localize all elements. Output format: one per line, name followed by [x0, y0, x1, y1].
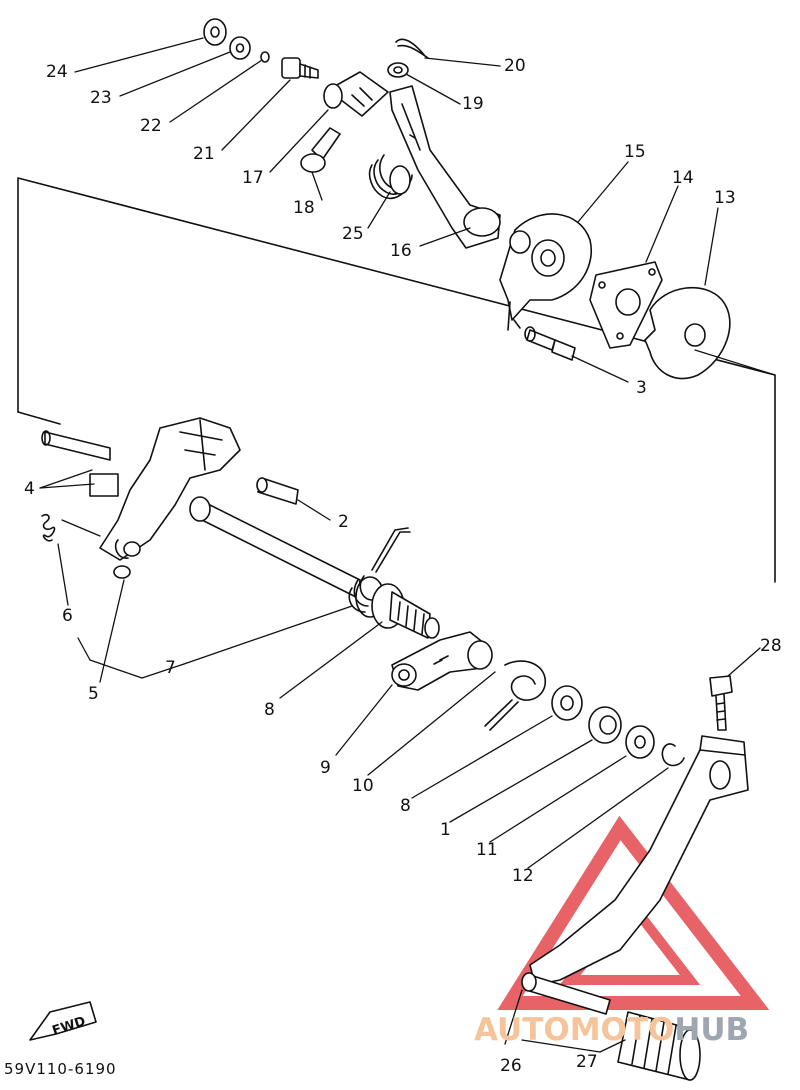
callout-20: 20 — [504, 56, 526, 76]
ring-22 — [260, 51, 270, 63]
washer-23 — [229, 36, 251, 60]
callout-18: 18 — [293, 198, 315, 218]
rubber-27 — [617, 1011, 701, 1081]
callout-1: 1 — [440, 820, 451, 840]
bolt-3 — [524, 326, 576, 361]
watermark-text: AUTOMOTOHUB — [474, 1012, 749, 1048]
callout-5: 5 — [88, 684, 99, 704]
callout-21: 21 — [193, 144, 215, 164]
pivot-17 — [323, 71, 389, 117]
washer-11 — [625, 725, 655, 759]
callout-9: 9 — [320, 758, 331, 778]
peg-26 — [521, 972, 611, 1015]
diagram-code: 59V110-6190 — [4, 1060, 117, 1078]
spring-25 — [368, 154, 413, 200]
callout-2: 2 — [338, 512, 349, 532]
callout-12: 12 — [512, 866, 534, 886]
shift-shaft-7 — [189, 496, 440, 639]
bushing-1 — [588, 706, 622, 744]
watermark-text-part2: HUB — [674, 1012, 750, 1048]
callout-27: 27 — [576, 1052, 598, 1072]
callout-11: 11 — [476, 840, 498, 860]
callout-4: 4 — [24, 479, 35, 499]
pin-2 — [256, 477, 299, 505]
callout-10: 10 — [352, 776, 374, 796]
watermark-text-part1: AUTOMOTO — [474, 1012, 675, 1048]
callout-3: 3 — [636, 378, 647, 398]
callout-6: 6 — [62, 606, 73, 626]
callout-17: 17 — [242, 168, 264, 188]
lever-9 — [391, 631, 493, 691]
callout-8-upper: 8 — [264, 700, 275, 720]
pin-18 — [300, 127, 341, 173]
spring-10 — [484, 660, 546, 731]
callout-25: 25 — [342, 224, 364, 244]
arm-16 — [389, 85, 501, 249]
callout-16: 16 — [390, 241, 412, 261]
disc-13 — [644, 286, 731, 380]
callout-26: 26 — [500, 1056, 522, 1076]
callout-7: 7 — [165, 658, 176, 678]
clip-19 — [387, 62, 409, 78]
plate-15 — [499, 213, 592, 331]
callout-24: 24 — [46, 62, 68, 82]
washer-8 — [551, 685, 583, 721]
callout-22: 22 — [140, 116, 162, 136]
callout-14: 14 — [672, 168, 694, 188]
callout-15: 15 — [624, 142, 646, 162]
callout-13: 13 — [714, 188, 736, 208]
fwd-arrow-icon — [29, 1001, 97, 1041]
nut-24 — [203, 18, 227, 46]
plate-14 — [589, 261, 663, 349]
cotter-20 — [395, 38, 429, 59]
callout-23: 23 — [90, 88, 112, 108]
callout-8-lower: 8 — [400, 796, 411, 816]
spring-6 — [41, 513, 56, 542]
callout-28: 28 — [760, 636, 782, 656]
callout-19: 19 — [462, 94, 484, 114]
bolt-21 — [281, 57, 319, 79]
circlip-12 — [661, 743, 685, 767]
shift-fork-assembly — [41, 417, 241, 579]
bolt-28 — [709, 675, 733, 731]
leader-lines — [39, 37, 776, 1053]
